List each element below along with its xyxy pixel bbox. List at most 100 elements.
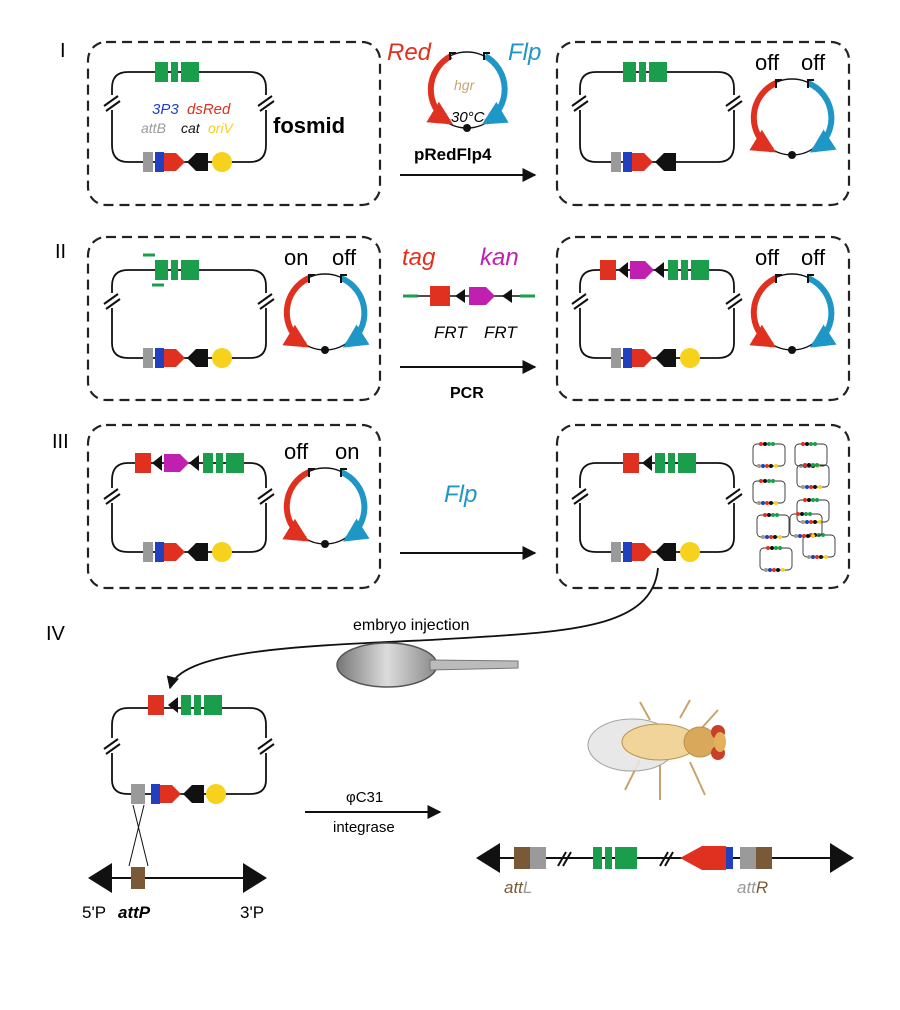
mini-dot (811, 463, 815, 467)
state-label: on (284, 245, 308, 270)
label-injection: embryo injection (353, 617, 470, 634)
dsred-arrow (164, 153, 185, 171)
mini-fosmid-clone (796, 499, 830, 523)
attP-block (131, 867, 145, 889)
mini-dot (804, 512, 808, 516)
mini-dot (813, 520, 817, 524)
mini-dot (803, 463, 807, 467)
mini-fosmid-clone (752, 443, 786, 467)
step-numeral: I (60, 40, 66, 62)
label-fosmid: fosmid (273, 113, 345, 138)
label-3p3: 3P3 (152, 101, 179, 118)
mini-fosmid-clone (756, 514, 790, 538)
mini-dot (761, 535, 765, 539)
attB-block (143, 152, 153, 172)
fosmid-backbone (103, 462, 275, 553)
mini-dot (769, 535, 773, 539)
mini-dot (766, 546, 770, 550)
panel-box (555, 40, 851, 207)
mini-dot (763, 442, 767, 446)
label-frt: FRT (434, 323, 468, 342)
mini-dot (807, 463, 811, 467)
pRedFlp4-plasmid-off-off (749, 273, 837, 354)
cassette-row (611, 542, 700, 562)
mini-fosmid-clone (759, 547, 793, 571)
label-frt: FRT (484, 323, 518, 342)
label-attl: attL (504, 878, 532, 897)
label-attr: attR (737, 878, 768, 897)
dsred-arrow (680, 846, 726, 870)
tagged-exon-blocks (600, 260, 709, 280)
crossover-lines (128, 804, 149, 867)
red-arc (426, 53, 454, 125)
mini-dot (774, 464, 778, 468)
mini-dot (769, 464, 773, 468)
label-pRedFlp4: pRedFlp4 (414, 145, 492, 164)
label-oriv: oriV (208, 120, 235, 136)
tag-block (430, 286, 450, 306)
state-label: off (755, 50, 780, 75)
step-numeral: IV (46, 623, 66, 645)
mini-dot (818, 485, 822, 489)
exon-blocks-with-primers (143, 253, 199, 287)
mini-fosmid-clone (802, 534, 836, 558)
mini-dot (771, 479, 775, 483)
state-label: off (801, 245, 826, 270)
tagged-exon-blocks (623, 453, 696, 473)
mini-dot (769, 501, 773, 505)
fosmid-backbone (571, 71, 743, 163)
mini-dot (757, 501, 761, 505)
fosmid-library-cluster (752, 442, 836, 572)
step-III: III off (52, 423, 851, 590)
label-temp: 30°C (451, 109, 485, 126)
tagged-kan-exon-blocks (135, 453, 244, 473)
panel-box (86, 423, 382, 590)
integrated-locus (476, 843, 854, 873)
step-II: II on off tag (55, 235, 851, 402)
fosmid-backbone (571, 462, 743, 553)
mini-dot (767, 513, 771, 517)
mini-dot (774, 501, 778, 505)
mini-dot (774, 546, 778, 550)
pRedFlp4-plasmid-off-off (749, 78, 837, 159)
attR-gray (740, 847, 756, 869)
fosmid-backbone (103, 269, 275, 359)
mini-dot (765, 501, 769, 505)
step-numeral: III (52, 431, 69, 453)
label-hgr: hgr (454, 77, 476, 93)
mini-dot (765, 535, 769, 539)
pcr-product (403, 286, 535, 306)
label-attb: attB (141, 120, 166, 136)
3p3-block (155, 152, 164, 172)
mini-dot (757, 464, 761, 468)
mini-dot (811, 555, 815, 559)
mini-fosmid-clone (794, 443, 828, 467)
fruit-fly-illustration (587, 690, 741, 807)
mini-dot (813, 485, 817, 489)
mini-dot (801, 485, 805, 489)
frt-triangle (455, 289, 465, 303)
mini-dot (763, 513, 767, 517)
exon-blocks (623, 62, 667, 82)
injection-curve-arrow (166, 567, 659, 690)
label-flp: Flp (508, 39, 541, 66)
label-5p: 5'P (82, 903, 106, 922)
fly-head (714, 732, 726, 752)
mini-dot (796, 512, 800, 516)
mini-dot (809, 442, 813, 446)
label-tag: tag (402, 244, 436, 271)
mini-dot (802, 534, 806, 538)
mini-dot (819, 555, 823, 559)
mini-dot (764, 568, 768, 572)
state-label: off (284, 439, 309, 464)
mini-fosmid-clone (796, 464, 830, 488)
mini-dot (781, 568, 785, 572)
genome-landing-site (88, 863, 267, 893)
label-cat: cat (181, 120, 201, 136)
pRedFlp4-plasmid-on-off (282, 273, 370, 354)
mini-dot (809, 520, 813, 524)
mini-dot (801, 520, 805, 524)
step-IV: IV embryo injection (46, 567, 854, 922)
mini-dot (778, 535, 782, 539)
kan-arrow (469, 287, 495, 305)
